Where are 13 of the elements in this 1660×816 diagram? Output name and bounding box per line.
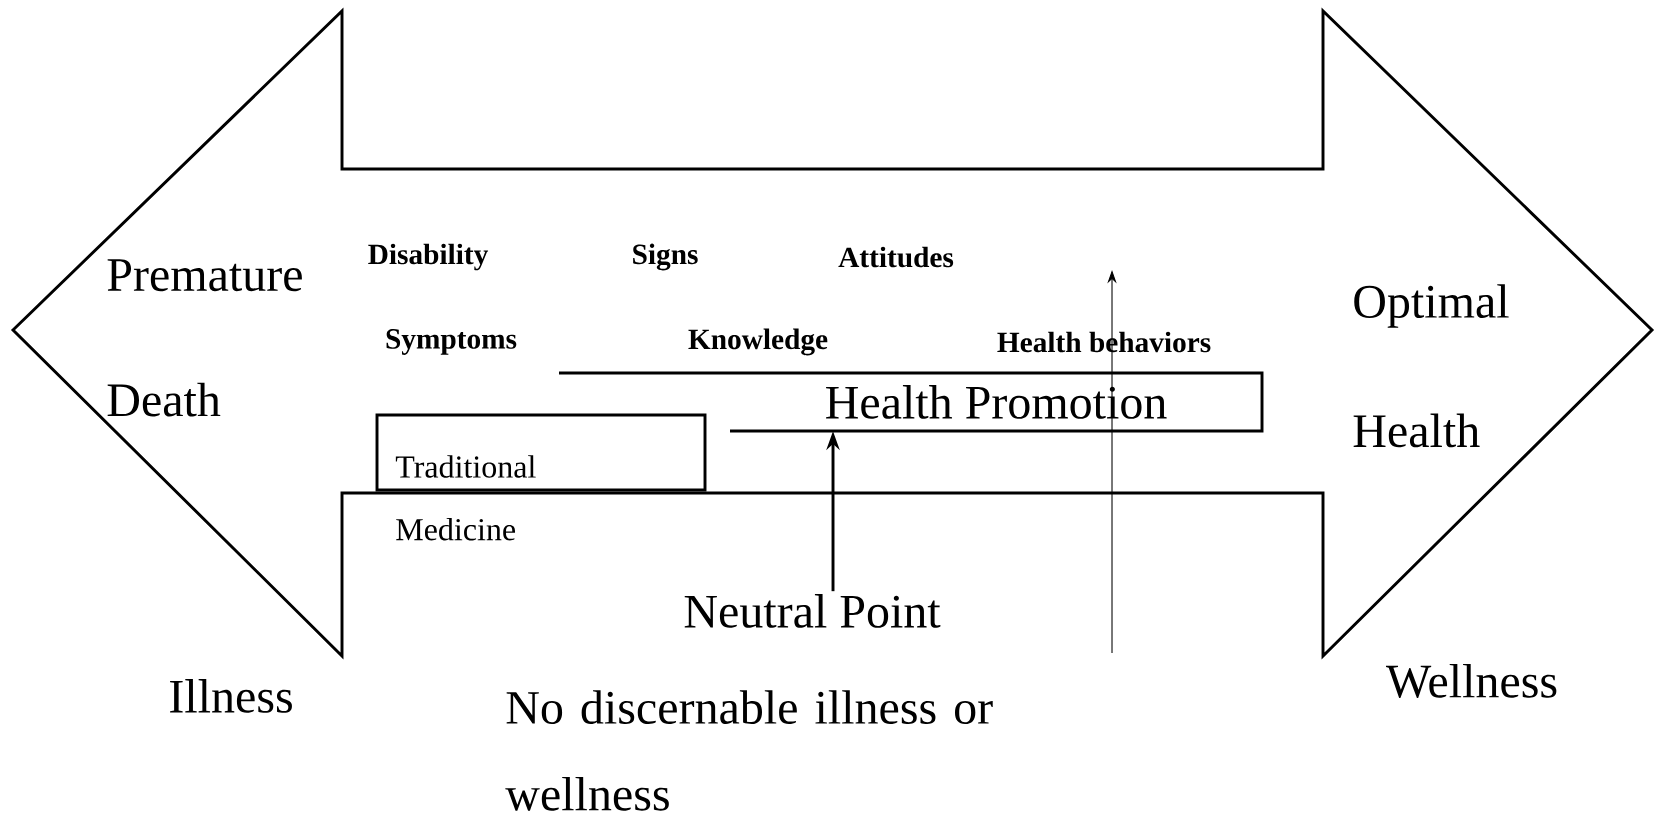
word-label: Disability	[368, 243, 489, 271]
open-box: Health Promotion	[559, 371, 1264, 433]
word-label: Knowledge	[688, 328, 828, 356]
text-label: Wellness	[1386, 664, 1557, 698]
text-label: No discernable illness or wellness	[505, 690, 993, 811]
word-label: Symptoms	[386, 329, 517, 355]
word-label: Attitudes	[838, 246, 954, 268]
text-label: Illness	[170, 679, 292, 713]
text-label: Neutral Point	[684, 594, 941, 628]
word-label: Signs	[633, 243, 698, 271]
text-label: Optimal Health	[1353, 284, 1509, 448]
text-label: Premature Death	[107, 259, 302, 417]
node-label: Medicine	[396, 517, 516, 541]
